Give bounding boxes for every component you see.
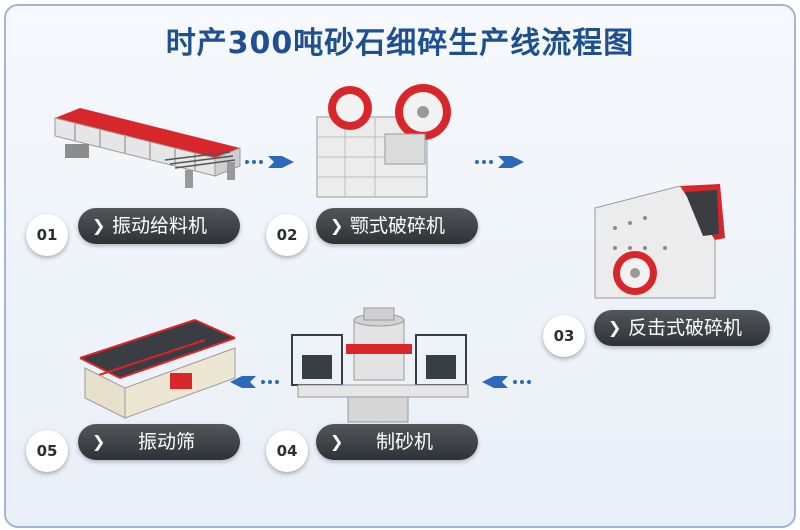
step-label-text: 颚式破碎机 xyxy=(350,215,446,237)
arrow-right-icon xyxy=(475,156,524,168)
step-label-02: ❯ 颚式破碎机 xyxy=(316,208,478,244)
vibrating-feeder-icon xyxy=(54,108,241,188)
chevron-right-icon: ❯ xyxy=(92,432,106,451)
arrow-left-icon xyxy=(230,376,279,388)
chevron-right-icon: ❯ xyxy=(608,318,622,337)
step-label-01: ❯ 振动给料机 xyxy=(78,208,240,244)
jaw-crusher-icon xyxy=(316,84,451,198)
step-number-01: 01 xyxy=(26,214,68,256)
arrow-right-icon xyxy=(245,156,294,168)
step-number-03: 03 xyxy=(543,315,585,357)
step-label-text: 振动筛 xyxy=(138,431,196,453)
chevron-right-icon: ❯ xyxy=(330,216,344,235)
step-label-text: 振动给料机 xyxy=(112,215,208,237)
step-label-05: ❯ 振动筛 xyxy=(78,424,240,460)
step-number-04: 04 xyxy=(266,430,308,472)
step-number-05: 05 xyxy=(26,430,68,472)
chevron-right-icon: ❯ xyxy=(92,216,106,235)
step-label-text: 制砂机 xyxy=(376,431,434,453)
step-label-04: ❯ 制砂机 xyxy=(316,424,478,460)
diagram-title: 时产300吨砂石细碎生产线流程图 xyxy=(165,26,635,61)
arrow-left-icon xyxy=(482,376,531,388)
sand-making-machine-icon xyxy=(291,307,469,423)
vibrating-screen-icon xyxy=(79,319,236,419)
step-label-text: 反击式破碎机 xyxy=(628,317,743,339)
impact-crusher-icon xyxy=(594,184,725,299)
step-number-02: 02 xyxy=(266,214,308,256)
step-label-03: ❯ 反击式破碎机 xyxy=(594,310,770,346)
chevron-right-icon: ❯ xyxy=(330,432,344,451)
